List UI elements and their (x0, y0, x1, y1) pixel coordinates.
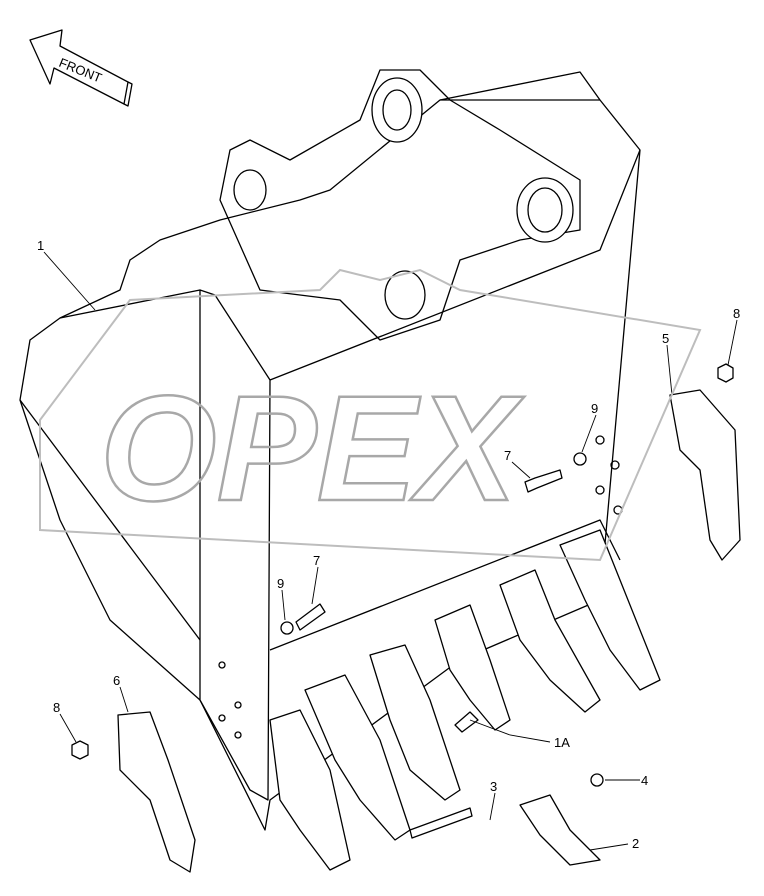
side-cutters (117, 389, 741, 873)
front-arrow: FRONT (29, 29, 133, 107)
callout-5: 5 (662, 331, 669, 346)
callout-1: 1 (37, 238, 44, 253)
callout-9: 9 (591, 401, 598, 416)
callout-9: 9 (277, 576, 284, 591)
callout-2: 2 (632, 836, 639, 851)
watermark-logo: OPEX (39, 268, 702, 562)
callout-8: 8 (733, 306, 740, 321)
callout-labels: 1 5 8 9 7 7 9 6 8 1A 3 4 2 (37, 238, 740, 851)
callout-1a: 1A (554, 735, 570, 750)
callout-3: 3 (490, 779, 497, 794)
callout-4: 4 (641, 773, 648, 788)
callout-7: 7 (313, 553, 320, 568)
leader-lines (43, 251, 738, 851)
callout-7: 7 (504, 448, 511, 463)
bucket (19, 69, 641, 831)
svg-text:OPEX: OPEX (100, 364, 525, 532)
callout-8: 8 (53, 700, 60, 715)
callout-6: 6 (113, 673, 120, 688)
bucket-teeth (269, 529, 661, 871)
hardware (71, 363, 734, 787)
